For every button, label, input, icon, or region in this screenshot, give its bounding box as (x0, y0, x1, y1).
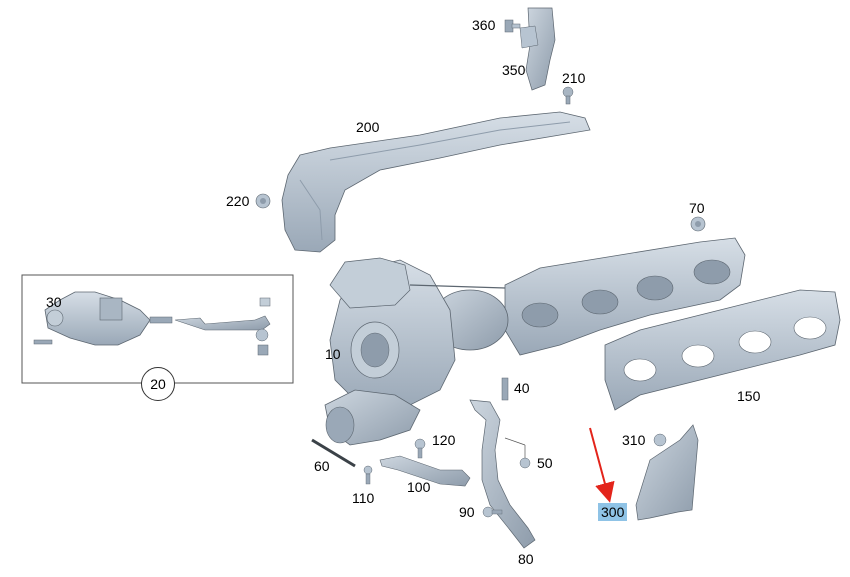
part-310-nut[interactable] (653, 433, 667, 447)
part-350-bracket[interactable] (519, 7, 556, 91)
label-60[interactable]: 60 (314, 458, 330, 474)
label-100[interactable]: 100 (407, 479, 431, 495)
part-220-nut[interactable] (255, 193, 271, 209)
label-40[interactable]: 40 (514, 380, 530, 396)
part-210-bolt[interactable] (562, 86, 574, 105)
label-150[interactable]: 150 (737, 388, 761, 404)
part-90-bolt[interactable] (482, 506, 503, 518)
label-90[interactable]: 90 (459, 504, 475, 520)
part-50-nut[interactable] (519, 457, 531, 469)
part-100-pipe[interactable] (379, 455, 471, 487)
label-80[interactable]: 80 (518, 551, 534, 567)
part-120-bolt[interactable] (414, 438, 426, 459)
label-210[interactable]: 210 (562, 70, 586, 86)
part-200-heat-shield[interactable] (281, 111, 591, 253)
part-30-actuator[interactable] (33, 291, 271, 356)
part-150-gasket[interactable] (604, 289, 841, 411)
label-120[interactable]: 120 (432, 432, 456, 448)
label-70[interactable]: 70 (689, 200, 705, 216)
label-30[interactable]: 30 (46, 294, 62, 310)
part-80-pipe[interactable] (469, 399, 536, 549)
part-60-strip[interactable] (311, 438, 356, 468)
label-300-wrap: 300 (598, 503, 628, 522)
part-360-bolt[interactable] (504, 19, 521, 33)
label-350[interactable]: 350 (502, 62, 526, 78)
part-110-bolt[interactable] (363, 465, 373, 485)
part-300-bracket[interactable] (635, 424, 699, 521)
group-20-label[interactable]: 20 (141, 367, 175, 401)
label-10[interactable]: 10 (325, 346, 341, 362)
part-10-turbocharger[interactable] (324, 237, 746, 446)
label-50[interactable]: 50 (537, 455, 553, 471)
label-300[interactable]: 300 (598, 503, 628, 521)
label-360[interactable]: 360 (472, 17, 496, 33)
label-200[interactable]: 200 (356, 119, 380, 135)
part-70-nut[interactable] (690, 216, 706, 232)
label-220[interactable]: 220 (226, 193, 250, 209)
part-40-stud[interactable] (501, 377, 509, 401)
red-arrow (589, 427, 615, 503)
label-110[interactable]: 110 (352, 490, 375, 506)
label-310[interactable]: 310 (622, 432, 646, 448)
